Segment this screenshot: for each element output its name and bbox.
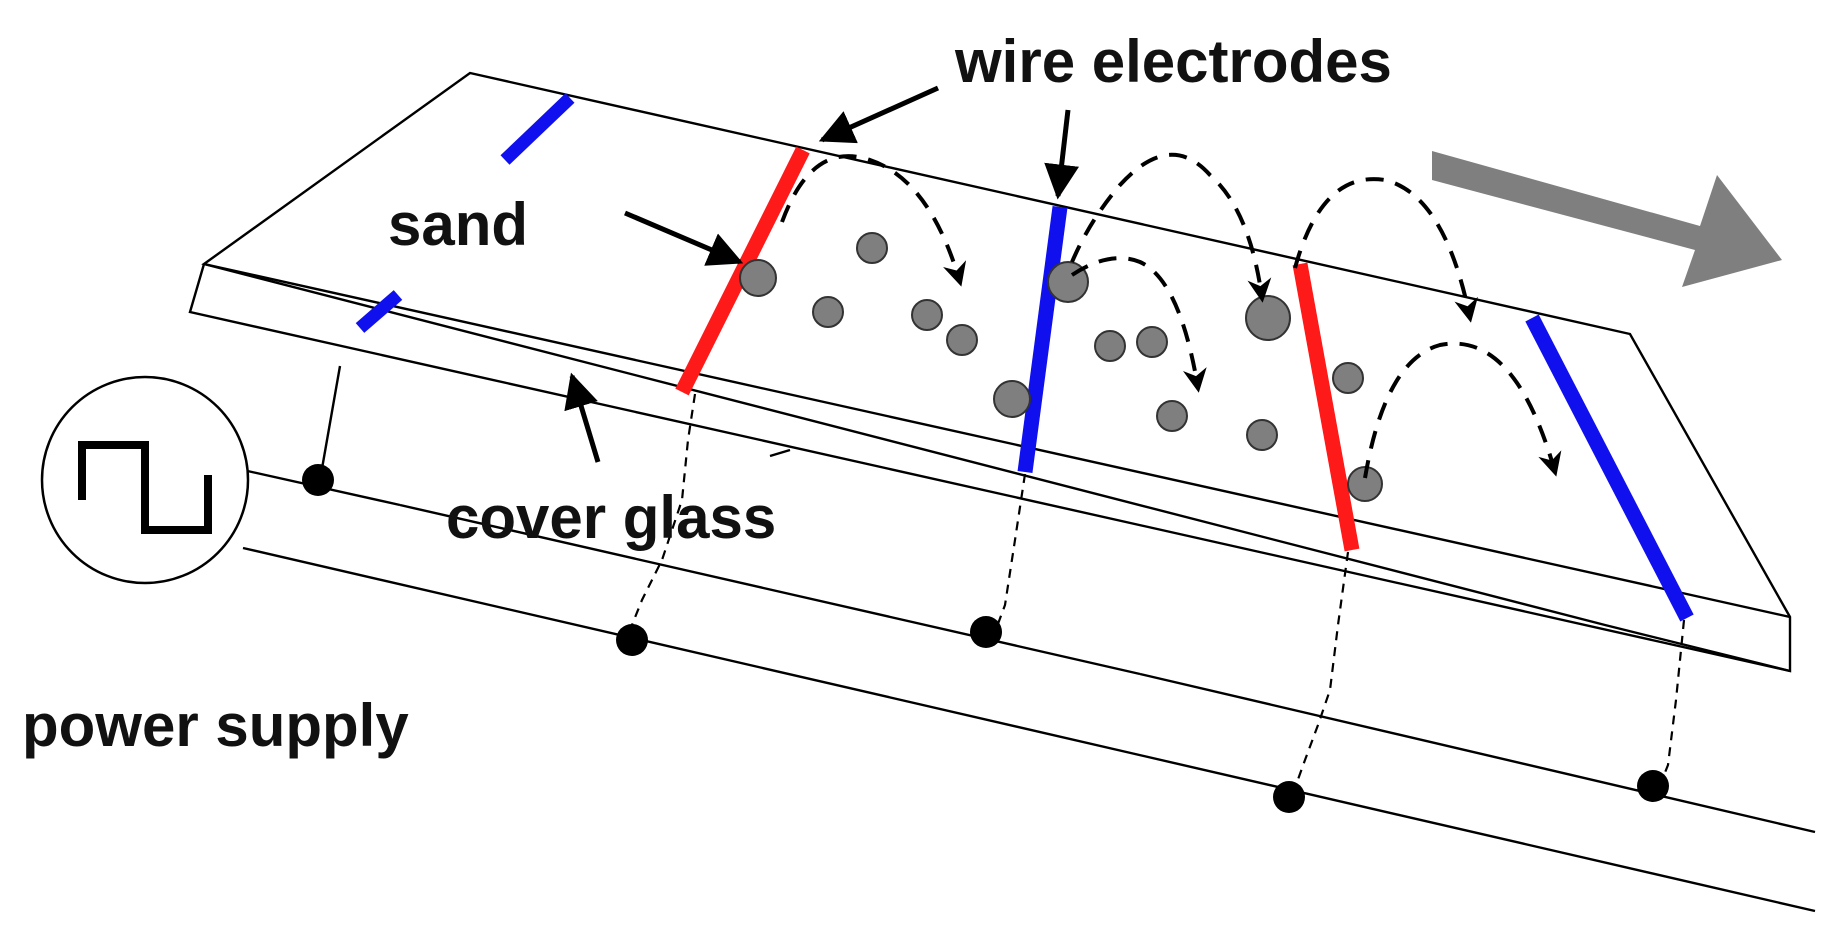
sand-grain	[1332, 362, 1364, 394]
sand-grain	[993, 380, 1031, 418]
electrode-blue-stub	[355, 290, 403, 333]
sand-grain	[812, 296, 844, 328]
sand-grain	[1245, 295, 1291, 341]
transport-direction-arrow	[1432, 151, 1782, 287]
sand-grain	[856, 232, 888, 264]
electrode-blue	[1017, 206, 1068, 473]
sand-grain	[911, 299, 943, 331]
pointer-arrow	[564, 372, 601, 463]
junction-node	[616, 624, 648, 656]
pointer-arrow	[818, 85, 940, 144]
junction-node	[302, 464, 334, 496]
square-wave-icon	[78, 441, 212, 534]
supply-wiring	[242, 365, 1816, 913]
sand-grains	[739, 232, 1383, 502]
pointer-arrow	[624, 210, 744, 266]
label-pointers	[564, 85, 1080, 463]
electrode-blue-stub	[500, 93, 575, 165]
sand-grain	[946, 324, 978, 356]
wire-junctions	[302, 464, 1669, 813]
hop-arrow	[1070, 152, 1272, 303]
sand-grain	[1156, 400, 1188, 432]
power-supply-symbol	[40, 375, 250, 585]
pointer-arrow	[1044, 109, 1080, 200]
arrow-right-icon	[1432, 151, 1782, 287]
label-power-supply: power supply	[22, 692, 409, 759]
electrode-blue	[1525, 314, 1694, 622]
cover-glass-plate	[188, 71, 1792, 673]
junction-node	[1637, 770, 1669, 802]
sand-grain	[1246, 419, 1278, 451]
hop-arrow	[1070, 256, 1207, 393]
sand-grain	[1136, 326, 1168, 358]
label-sand: sand	[388, 191, 528, 258]
grain-hop-trajectories	[780, 152, 1562, 479]
hop-arrow	[1293, 177, 1478, 323]
sand-grain	[1094, 330, 1126, 362]
hop-arrow	[1363, 341, 1562, 479]
sand-grain	[739, 259, 777, 297]
junction-node	[970, 616, 1002, 648]
electrode-red	[1292, 262, 1360, 552]
label-wire-electrodes: wire electrodes	[954, 28, 1392, 95]
label-cover-glass: cover glass	[446, 484, 776, 551]
hop-arrow	[780, 154, 967, 287]
junction-node	[1273, 781, 1305, 813]
